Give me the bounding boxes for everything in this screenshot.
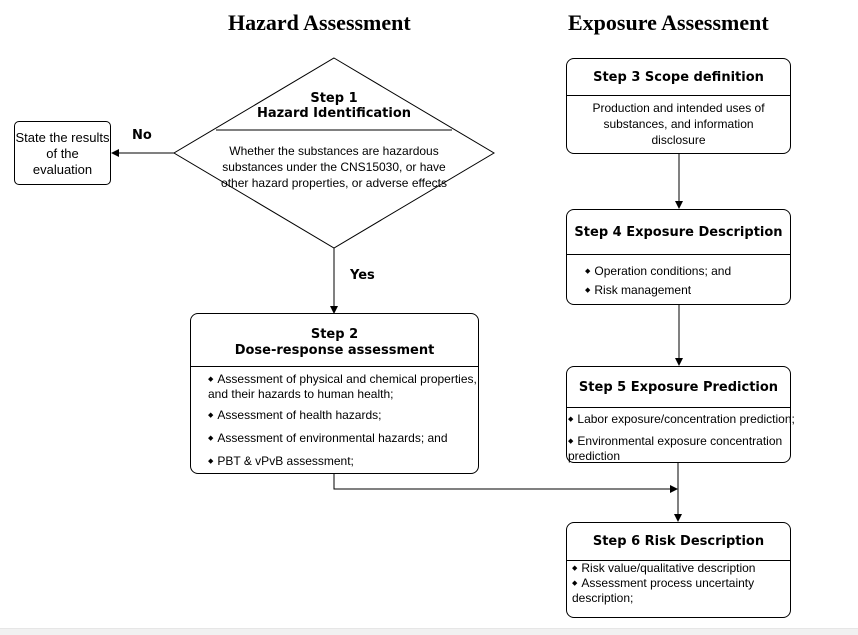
step4-list: Operation conditions; and Risk managemen… xyxy=(567,255,790,300)
exposure-assessment-heading: Exposure Assessment xyxy=(568,10,769,35)
step1-label: Step 1 xyxy=(310,91,358,106)
hazard-identification-text: Whether the substances are hazardous sub… xyxy=(221,144,447,190)
step2-to-step6-arrow xyxy=(333,473,678,493)
step2-item: PBT & vPvB assessment; xyxy=(208,454,478,469)
step5-item: Environmental exposure concentration pre… xyxy=(568,434,790,463)
step2-item: Assessment of health hazards; xyxy=(208,408,478,423)
step2-box: Step 2 Dose-response assessment Assessme… xyxy=(190,313,479,474)
step6-title: Step 6 Risk Description xyxy=(567,523,790,561)
hazard-assessment-heading: Hazard Assessment xyxy=(228,10,411,35)
step6-box: Step 6 Risk Description Risk value/quali… xyxy=(566,522,791,618)
step1-label-group: Step 1 Hazard Identification xyxy=(250,91,418,121)
hazard-identification-title: Hazard Identification xyxy=(256,106,412,121)
step4-box: Step 4 Exposure Description Operation co… xyxy=(566,209,791,305)
step2-list: Assessment of physical and chemical prop… xyxy=(191,367,478,469)
step4-item: Risk management xyxy=(585,281,790,300)
step2-item: Assessment of environmental hazards; and xyxy=(208,431,478,446)
step4-title: Step 4 Exposure Description xyxy=(567,210,790,255)
step6-item: Assessment process uncertainty descripti… xyxy=(572,576,786,606)
step6-list: Risk value/qualitative description Asses… xyxy=(567,561,790,606)
step2-header: Step 2 Dose-response assessment xyxy=(191,314,478,367)
bottom-edge-bar xyxy=(0,628,858,635)
step3-text: Production and intended uses of substanc… xyxy=(592,101,765,147)
step5-title: Step 5 Exposure Prediction xyxy=(567,367,790,408)
state-results-box: State the results of the evaluation xyxy=(14,121,111,185)
yes-label: Yes xyxy=(350,268,375,283)
step5-list: Labor exposure/concentration prediction;… xyxy=(567,408,795,463)
state-results-text: State the results of the evaluation xyxy=(15,130,110,177)
step6-item: Risk value/qualitative description xyxy=(572,561,786,576)
step2-title: Dose-response assessment xyxy=(234,343,435,358)
step4-item: Operation conditions; and xyxy=(585,262,790,281)
step5-box: Step 5 Exposure Prediction Labor exposur… xyxy=(566,366,795,463)
step2-label: Step 2 xyxy=(310,327,359,342)
no-label: No xyxy=(132,128,152,143)
step3-box: Step 3 Scope definition Production and i… xyxy=(566,58,791,154)
step2-item: Assessment of physical and chemical prop… xyxy=(208,372,478,402)
step3-title: Step 3 Scope definition xyxy=(567,59,790,96)
step5-item: Labor exposure/concentration prediction; xyxy=(568,412,794,427)
